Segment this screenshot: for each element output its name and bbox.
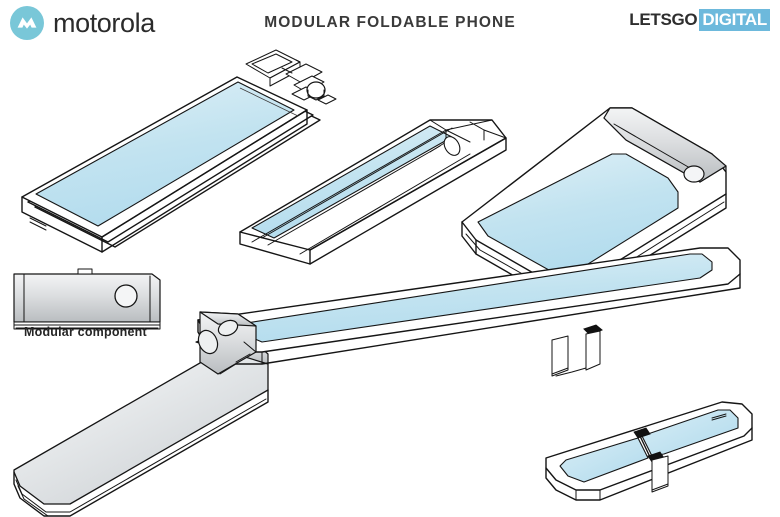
motorola-wordmark: motorola (53, 7, 155, 38)
page-title: MODULAR FOLDABLE PHONE (264, 14, 516, 31)
module-connector-assembly (245, 49, 337, 105)
watermark-digital: DIGITAL (699, 9, 770, 31)
figure-two-panel-foldable-with-stand (545, 401, 753, 501)
motorola-brand: motorola (10, 6, 155, 40)
motorola-batwing-icon (10, 6, 44, 40)
figure-folded-phone-half-closed (239, 119, 507, 265)
letsgodigital-watermark: LETSGO DIGITAL (629, 9, 770, 31)
watermark-letsgo: LETSGO (629, 10, 698, 29)
figure-modular-component-detail (13, 268, 161, 330)
figure-phone-with-camera-module-attached (461, 107, 727, 301)
docked-module-left (197, 311, 257, 375)
figure-unfolded-phone-with-module-connector (21, 49, 337, 253)
figure-unfolded-wide-device-with-module (197, 247, 741, 377)
modular-component-label: Modular component (24, 325, 147, 339)
patent-drawing-canvas: .ln{fill:none;stroke:#151515;stroke-widt… (0, 42, 780, 517)
header: motorola MODULAR FOLDABLE PHONE LETSGO D… (0, 0, 780, 46)
